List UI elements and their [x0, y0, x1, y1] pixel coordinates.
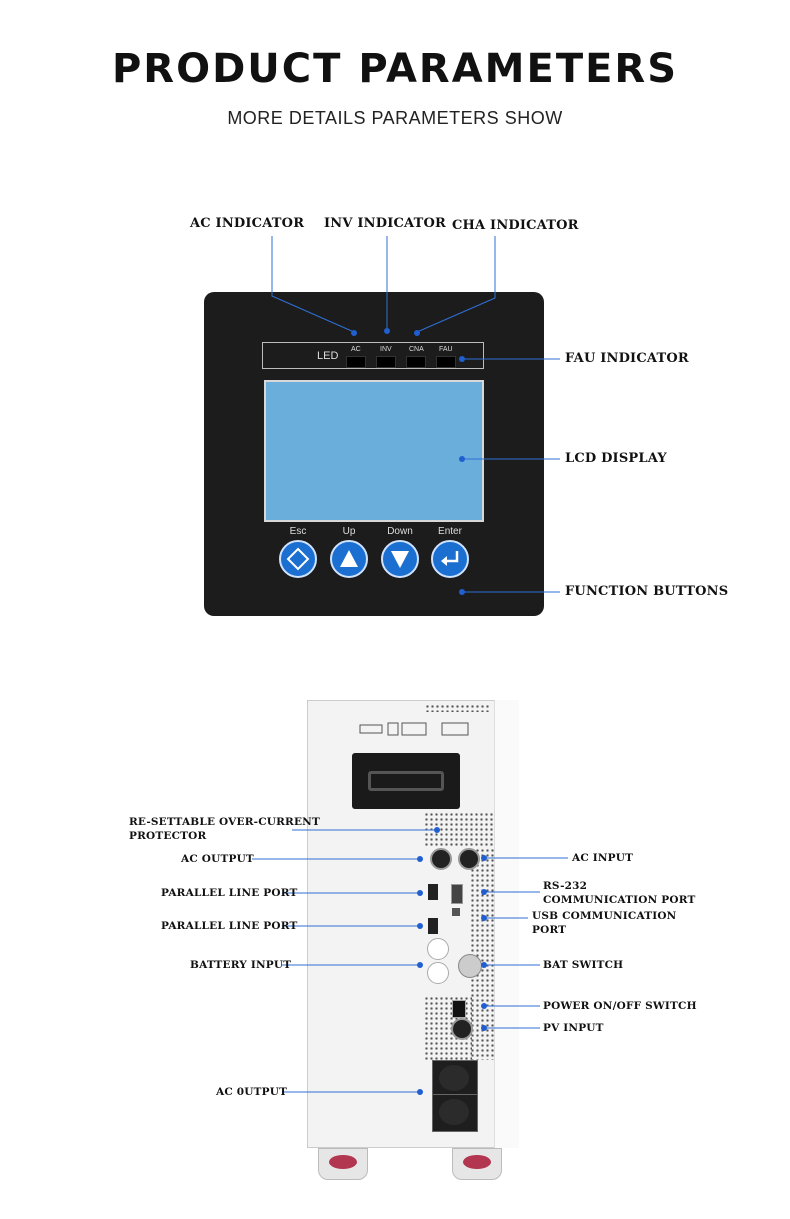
- led-label-ac: AC: [351, 346, 361, 353]
- ac-output-top-label: AC OUTPUT: [181, 853, 254, 865]
- led-label-fau: FAU: [439, 346, 453, 353]
- bat-switch-label: BAT SWITCH: [543, 959, 624, 971]
- unit-side-panel: [494, 700, 519, 1148]
- page-subtitle: MORE DETAILS PARAMETERS SHOW: [227, 108, 563, 128]
- lcd-display: [264, 380, 484, 522]
- led-label-cna: CNA: [409, 346, 424, 353]
- ac-output-port: [430, 848, 452, 870]
- control-panel: LED AC INV CNA FAU Esc Up Down Enter: [204, 292, 544, 616]
- ac-indicator-label: AC INDICATOR: [190, 216, 305, 231]
- parallel-line-port-label-2: PARALLEL LINE PORT: [161, 920, 298, 932]
- resettable-protector-label-2: PROTECTOR: [129, 830, 207, 842]
- battery-terminal-1: [427, 938, 449, 960]
- parallel-line-port-label-1: PARALLEL LINE PORT: [161, 887, 298, 899]
- carry-handle[interactable]: [352, 753, 460, 809]
- power-rocker-switch[interactable]: [452, 1000, 466, 1018]
- usb-port: [452, 908, 460, 916]
- ac-output-bottom-label: AC 0UTPUT: [216, 1086, 288, 1098]
- up-button[interactable]: [330, 540, 368, 578]
- fau-indicator-label: FAU INDICATOR: [565, 351, 689, 366]
- lcd-display-label: LCD DISPLAY: [565, 451, 667, 466]
- power-switch-label: POWER ON/OFF SWITCH: [543, 1000, 697, 1012]
- ac-input-label: AC INPUT: [572, 852, 634, 864]
- usb-communication-label-1: USB COMMUNICATION: [532, 910, 677, 922]
- rs232-label-1: RS-232: [543, 880, 588, 892]
- up-triangle-icon: [340, 550, 358, 567]
- function-buttons-label: FUNCTION BUTTONS: [565, 584, 729, 599]
- fau-led: [436, 356, 456, 368]
- led-label-inv: INV: [380, 346, 392, 353]
- rs232-port: [451, 884, 463, 904]
- led-title: LED: [317, 350, 339, 362]
- battery-input-label: BATTERY INPUT: [190, 959, 292, 971]
- pv-input-port: [451, 1018, 473, 1040]
- usb-communication-label-2: PORT: [532, 924, 567, 936]
- cna-led: [406, 356, 426, 368]
- caster-wheel-right: [452, 1148, 502, 1180]
- ac-led: [346, 356, 366, 368]
- page-title: PRODUCT PARAMETERS: [111, 46, 679, 92]
- cha-indicator-label: CHA INDICATOR: [452, 218, 579, 233]
- down-button[interactable]: [381, 540, 419, 578]
- led-indicator-strip: LED AC INV CNA FAU: [262, 342, 484, 369]
- top-connector-outlines: [359, 722, 469, 736]
- parallel-port-2: [428, 918, 438, 934]
- enter-arrow-icon: [441, 551, 459, 566]
- inv-indicator-label: INV INDICATOR: [324, 216, 447, 231]
- diamond-icon: [286, 547, 310, 571]
- ac-input-port: [458, 848, 480, 870]
- enter-button[interactable]: [431, 540, 469, 578]
- down-triangle-icon: [391, 551, 409, 568]
- enter-button-label: Enter: [438, 526, 462, 537]
- rs232-label-2: COMMUNICATION PORT: [543, 894, 696, 906]
- up-button-label: Up: [342, 526, 356, 537]
- resettable-protector-label-1: RE-SETTABLE OVER-CURRENT: [129, 816, 320, 828]
- top-vent: [425, 704, 491, 712]
- pv-input-label: PV INPUT: [543, 1022, 604, 1034]
- caster-wheel-left: [318, 1148, 368, 1180]
- down-button-label: Down: [387, 526, 413, 537]
- battery-terminal-2: [427, 962, 449, 984]
- inv-led: [376, 356, 396, 368]
- ac-socket-2: [432, 1094, 478, 1132]
- esc-button[interactable]: [279, 540, 317, 578]
- parallel-port-1: [428, 884, 438, 900]
- esc-button-label: Esc: [289, 526, 307, 537]
